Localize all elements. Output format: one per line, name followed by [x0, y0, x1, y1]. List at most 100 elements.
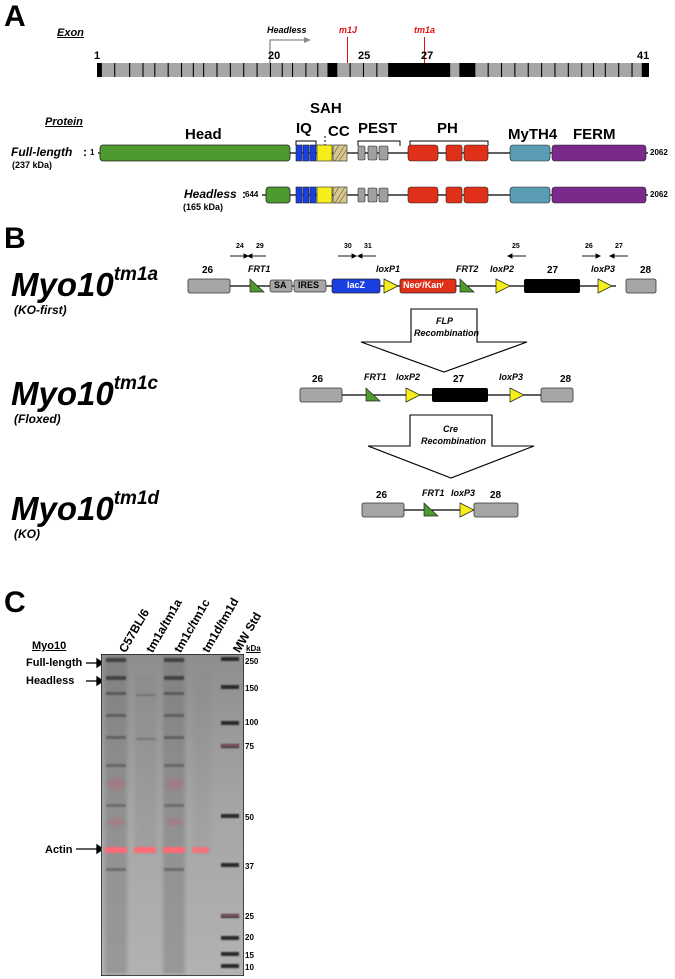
exon-box-41	[642, 63, 649, 77]
primer-31: 31	[364, 243, 372, 250]
full-end: 2062	[650, 148, 668, 157]
primer-27: 27	[615, 243, 623, 250]
exon-box-13	[244, 63, 257, 77]
exon-box-36	[582, 63, 593, 77]
mw-100: 100	[245, 718, 259, 727]
exon-box-21	[337, 63, 350, 77]
domain-ph-label: PH	[437, 120, 458, 137]
loxp3-label-d: loxP3	[451, 488, 476, 498]
primer-30: 30	[344, 243, 352, 250]
mw-150: 150	[245, 684, 259, 693]
allele-tm1c-sub: (Floxed)	[14, 412, 61, 426]
exon-box-39	[619, 63, 632, 77]
exon28-label-a: 28	[640, 265, 652, 276]
tm1a-construct	[187, 278, 657, 294]
exon-box-18	[306, 63, 318, 77]
exon-box-2	[101, 63, 115, 77]
domain-ferm-label: FERM	[573, 126, 616, 143]
exon-box-32	[528, 63, 542, 77]
allele-tm1d-sub: (KO)	[14, 527, 40, 541]
headless-arrow-icon	[269, 37, 311, 64]
primer-25: 25	[512, 243, 520, 250]
mw-25: 25	[245, 912, 254, 921]
primer-arrows-icon	[230, 253, 628, 259]
m1j-label: m1J	[339, 25, 358, 35]
exon-box-17	[293, 63, 306, 77]
exon-box-15	[270, 63, 282, 77]
domain-iq-label: IQ	[296, 120, 312, 137]
mw-250: 250	[245, 657, 259, 666]
mw-50: 50	[245, 813, 254, 822]
exon-box-33	[542, 63, 555, 77]
domain-head-label: Head	[185, 126, 222, 143]
exon28-label-c: 28	[560, 374, 572, 385]
loxp2-label-a: loxP2	[490, 264, 515, 274]
headless-protein	[262, 186, 648, 204]
exon-box-9	[193, 63, 204, 77]
primer-26: 26	[585, 243, 593, 250]
frt1-label-d: FRT1	[422, 488, 445, 498]
mw-20: 20	[245, 933, 254, 942]
exon-box-5	[143, 63, 155, 77]
exon-box-12	[230, 63, 244, 77]
exon-box-40	[632, 63, 642, 77]
tm1c-construct	[299, 387, 574, 403]
frt1-label-a: FRT1	[248, 264, 271, 274]
allele-tm1a: Myo10tm1a	[11, 264, 159, 303]
exon-box-29	[488, 63, 501, 77]
exon-title: Exon	[57, 27, 84, 39]
allele-tm1a-sub: (KO-first)	[14, 303, 67, 317]
frt1-label-c: FRT1	[364, 372, 387, 382]
exon-box-30	[502, 63, 515, 77]
exon-box-20	[328, 63, 337, 77]
exon-box-7	[168, 63, 181, 77]
actin-band-label: Actin	[45, 844, 73, 856]
domain-cc-label: CC	[328, 123, 350, 140]
mw-15: 15	[245, 951, 254, 960]
mw-37: 37	[245, 862, 254, 871]
exon-box-22	[350, 63, 363, 77]
loxp1-label: loxP1	[376, 264, 401, 274]
exon-box-24	[377, 63, 389, 77]
exon-number-41: 41	[637, 50, 650, 62]
colon-1: :	[83, 145, 87, 159]
exon-box-28	[475, 63, 488, 77]
headless-protein-label: Headless	[184, 187, 237, 201]
full-length-band-label: Full-length	[26, 657, 83, 669]
exon-number-20: 20	[268, 50, 281, 62]
protein-title: Protein	[45, 116, 83, 128]
exon-box-16	[282, 63, 293, 77]
domain-sah-label: SAH	[310, 100, 342, 117]
exon27-label-c: 27	[453, 374, 465, 385]
exon-box-25	[389, 63, 450, 77]
full-length-protein	[98, 144, 648, 162]
allele-tm1d: Myo10tm1d	[11, 488, 160, 527]
exon-box-37	[594, 63, 605, 77]
m1j-marker	[347, 37, 348, 63]
exon-box-14	[257, 63, 270, 77]
full-start: 1	[90, 148, 95, 157]
exon-box-3	[115, 63, 130, 77]
exon-box-26	[450, 63, 460, 77]
panel-label-a: A	[4, 0, 26, 33]
headless-band-label: Headless	[26, 675, 75, 687]
allele-tm1c: Myo10tm1c	[11, 373, 159, 412]
exon26-label-a: 26	[202, 265, 214, 276]
exon26-label-c: 26	[312, 374, 324, 385]
exon28-label-d: 28	[490, 490, 502, 501]
primer-24: 24	[236, 243, 244, 250]
panel-label-c: C	[4, 586, 26, 619]
ires-label: IRES	[298, 280, 320, 290]
flp-line2: Recombination	[414, 328, 480, 338]
exon-box-1	[97, 63, 101, 77]
sa-label: SA	[274, 280, 287, 290]
colon-2: :	[242, 187, 246, 201]
tm1d-construct	[361, 502, 519, 518]
exon-box-23	[364, 63, 377, 77]
cre-arrow-icon	[367, 414, 535, 479]
domain-pest-label: PEST	[358, 120, 398, 137]
exon-map	[97, 63, 649, 77]
loxp3-label-c: loxP3	[499, 372, 524, 382]
neo-label: Neoʳ/Kanʳ	[403, 280, 445, 290]
tm1a-marker	[424, 37, 425, 63]
